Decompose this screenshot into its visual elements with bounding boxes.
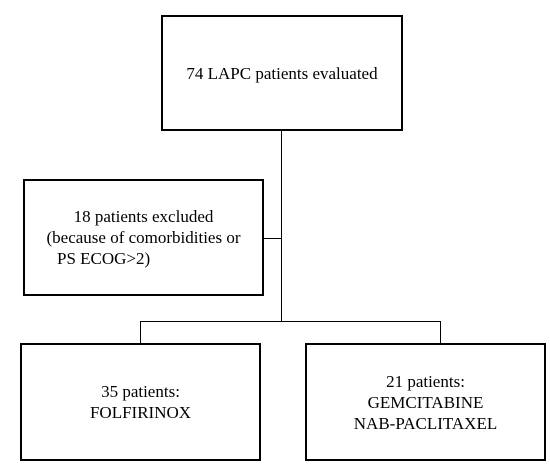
folfirinox-arm-line-1: 35 patients:: [101, 382, 180, 401]
folfirinox-arm-box: 35 patients: FOLFIRINOX: [20, 343, 261, 461]
connector-to-excluded-box: [263, 238, 282, 239]
root-box-line-1: 74 LAPC patients evaluated: [186, 63, 378, 83]
gemcitabine-arm-line-2: GEMCITABINE: [367, 392, 484, 412]
connector-trunk: [281, 130, 282, 321]
connector-split-bar: [140, 321, 441, 322]
excluded-box-line-3: PS ECOG>2): [57, 249, 151, 268]
folfirinox-arm-line-2: FOLFIRINOX: [89, 403, 192, 422]
excluded-box: 18 patients excluded (because of comorbi…: [23, 179, 264, 296]
connector-to-right-arm: [440, 321, 441, 344]
gemcitabine-arm-line-3: NAB-PACLITAXEL: [353, 413, 498, 433]
gemcitabine-arm-line-1: 21 patients:: [386, 371, 465, 391]
connector-to-left-arm: [140, 321, 141, 344]
excluded-box-line-1: 18 patients excluded: [73, 207, 214, 226]
gemcitabine-arm-box: 21 patients: GEMCITABINE NAB-PACLITAXEL: [305, 343, 546, 461]
excluded-box-line-2: (because of comorbidities or: [46, 228, 241, 247]
root-box: 74 LAPC patients evaluated: [161, 15, 403, 131]
